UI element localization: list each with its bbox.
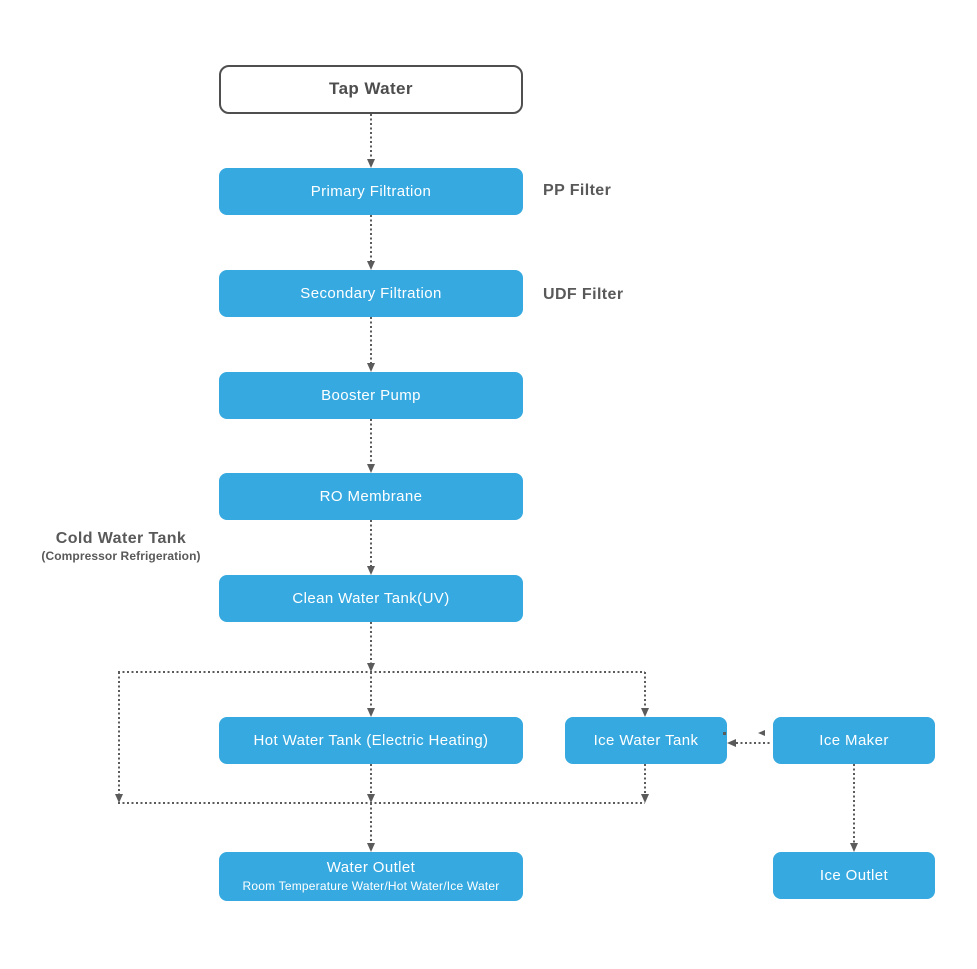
node-water-outlet: Water Outlet Room Temperature Water/Hot … (219, 852, 523, 901)
arrowhead-into-ice-water-tank-upper (758, 730, 765, 736)
arrowhead-hot-water-tank (367, 708, 375, 717)
arrowhead-ice-water-to-merge (641, 794, 649, 803)
node-ice-outlet: Ice Outlet (773, 852, 935, 899)
node-tap-water: Tap Water (219, 65, 523, 114)
arrowhead-hot-to-merge (367, 794, 375, 803)
connector-primary-to-secondary (370, 215, 372, 261)
node-water-outlet-subtitle: Room Temperature Water/Hot Water/Ice Wat… (242, 879, 500, 894)
arrowhead-water-outlet (367, 843, 375, 852)
arrowhead-ice-outlet (850, 843, 858, 852)
connector-branch-to-ice-water (644, 672, 646, 708)
node-water-outlet-title: Water Outlet (326, 859, 416, 877)
connector-ice-maker-to-ice-water (736, 742, 772, 744)
arrowhead-left-rail (115, 794, 123, 803)
node-secondary-filtration: Secondary Filtration (219, 270, 523, 317)
node-booster-pump: Booster Pump (219, 372, 523, 419)
connector-ro-to-clean (370, 520, 372, 566)
arrowhead-clean (367, 566, 375, 575)
node-ice-maker: Ice Maker (773, 717, 935, 764)
connector-clean-to-branch (370, 622, 372, 663)
arrowhead-ice-water-tank (641, 708, 649, 717)
annotation-cold-water-tank: Cold Water Tank (Compressor Refrigeratio… (25, 530, 217, 563)
connector-ice-water-to-merge (644, 764, 646, 794)
connector-booster-to-ro (370, 419, 372, 464)
connector-branch-to-hot (370, 672, 372, 708)
annotation-cold-water-tank-line2: (Compressor Refrigeration) (41, 549, 201, 563)
connector-merge-to-water-outlet (370, 803, 372, 843)
node-ro-membrane: RO Membrane (219, 473, 523, 520)
connector-merge-bottom-rail (118, 802, 645, 804)
node-ice-water-tank: Ice Water Tank (565, 717, 727, 764)
annotation-pp-filter: PP Filter (543, 182, 612, 199)
arrowhead-ro (367, 464, 375, 473)
node-hot-water-tank: Hot Water Tank (Electric Heating) (219, 717, 523, 764)
connector-secondary-to-booster (370, 317, 372, 363)
arrowhead-into-ice-water-tank (727, 739, 736, 747)
connector-dot (723, 732, 726, 735)
connector-left-rail (118, 672, 120, 794)
connector-ice-maker-to-ice-outlet (853, 764, 855, 843)
arrowhead-booster (367, 363, 375, 372)
annotation-cold-water-tank-line1: Cold Water Tank (55, 530, 187, 547)
node-primary-filtration: Primary Filtration (219, 168, 523, 215)
annotation-udf-filter: UDF Filter (543, 286, 624, 303)
node-clean-water-tank: Clean Water Tank(UV) (219, 575, 523, 622)
arrowhead-branch (367, 663, 375, 672)
arrowhead-secondary (367, 261, 375, 270)
connector-tap-to-primary (370, 114, 372, 159)
arrowhead-primary (367, 159, 375, 168)
connector-branch-top-rail (118, 671, 645, 673)
connector-hot-to-merge (370, 764, 372, 794)
